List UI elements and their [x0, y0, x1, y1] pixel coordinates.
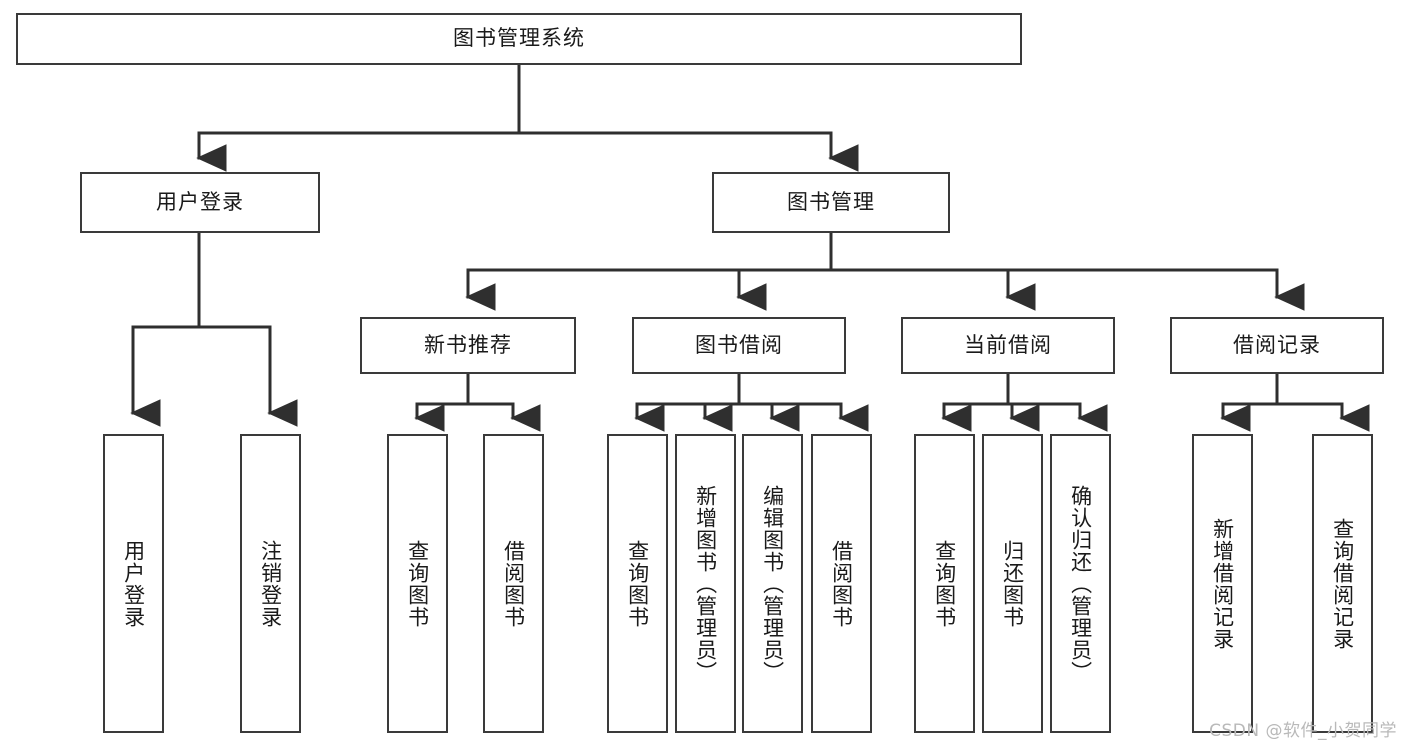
node-label: 借阅记录 — [1233, 332, 1321, 357]
node-label: 图书借阅 — [695, 332, 783, 357]
watermark: CSDN @软件_小贺同学 — [1209, 721, 1397, 741]
node-borrow-record[interactable]: 借阅记录 — [1170, 317, 1384, 374]
node-label: 借阅图书 — [829, 539, 854, 628]
leaf-user-login[interactable]: 用户登录 — [103, 434, 164, 733]
leaf-borrow-book-2[interactable]: 借阅图书 — [811, 434, 872, 733]
leaf-query-record[interactable]: 查询借阅记录 — [1312, 434, 1373, 733]
leaf-add-book[interactable]: 新增图书（管理员） — [675, 434, 736, 733]
node-label: 图书管理系统 — [453, 26, 585, 51]
leaf-borrow-book-1[interactable]: 借阅图书 — [483, 434, 544, 733]
node-root[interactable]: 图书管理系统 — [16, 13, 1022, 65]
leaf-logout[interactable]: 注销登录 — [240, 434, 301, 733]
node-label: 新增借阅记录 — [1210, 517, 1235, 650]
node-book-manage[interactable]: 图书管理 — [712, 172, 950, 233]
leaf-query-book-3[interactable]: 查询图书 — [914, 434, 975, 733]
node-label: 借阅图书 — [501, 539, 526, 628]
node-label: 归还图书 — [1000, 539, 1025, 628]
node-label: 查询图书 — [625, 539, 650, 628]
leaf-confirm-return[interactable]: 确认归还（管理员） — [1050, 434, 1111, 733]
node-label: 新书推荐 — [424, 332, 512, 357]
node-label: 新增图书（管理员） — [693, 484, 718, 683]
leaf-edit-book[interactable]: 编辑图书（管理员） — [742, 434, 803, 733]
node-label: 查询借阅记录 — [1330, 517, 1355, 650]
leaf-return-book[interactable]: 归还图书 — [982, 434, 1043, 733]
node-user-login[interactable]: 用户登录 — [80, 172, 320, 233]
node-label: 用户登录 — [156, 189, 244, 214]
node-label: 注销登录 — [258, 539, 283, 628]
node-label: 图书管理 — [787, 189, 875, 214]
node-label: 查询图书 — [405, 539, 430, 628]
leaf-query-book-1[interactable]: 查询图书 — [387, 434, 448, 733]
leaf-add-record[interactable]: 新增借阅记录 — [1192, 434, 1253, 733]
node-label: 用户登录 — [121, 539, 146, 628]
node-new-book-recommend[interactable]: 新书推荐 — [360, 317, 576, 374]
node-label: 查询图书 — [932, 539, 957, 628]
node-current-borrow[interactable]: 当前借阅 — [901, 317, 1115, 374]
node-label: 当前借阅 — [964, 332, 1052, 357]
node-label: 确认归还（管理员） — [1068, 484, 1093, 683]
leaf-query-book-2[interactable]: 查询图书 — [607, 434, 668, 733]
node-book-borrow[interactable]: 图书借阅 — [632, 317, 846, 374]
node-label: 编辑图书（管理员） — [760, 484, 785, 683]
